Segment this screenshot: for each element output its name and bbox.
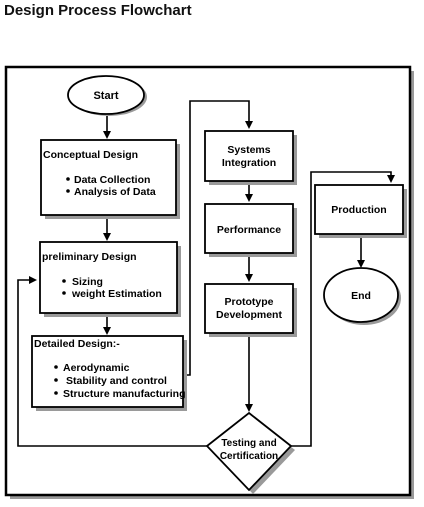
bullet-dot [54, 378, 58, 382]
bullet-dot [62, 279, 66, 283]
systems-label-line2: Integration [222, 157, 276, 169]
conceptual-design-box: Conceptual Design Data Collection Analys… [40, 139, 180, 219]
production-box: Production [314, 184, 407, 238]
conceptual-title: Conceptual Design [43, 149, 138, 161]
testing-label-line1: Testing and [221, 438, 276, 449]
prototype-label-line2: Development [216, 309, 282, 321]
testing-label-line2: Certification [220, 451, 278, 462]
bullet-dot [54, 391, 58, 395]
production-label: Production [331, 204, 386, 216]
arrow-testing-to-production [291, 171, 395, 447]
end-label: End [351, 290, 371, 302]
conceptual-bullet: Data Collection [74, 174, 150, 186]
prototype-label-line1: Prototype [224, 296, 273, 308]
detailed-design-box: Detailed Design:- Aerodynamic Stability … [31, 335, 187, 411]
page-title: Design Process Flowchart [4, 2, 192, 19]
detailed-bullet: Stability and control [66, 375, 167, 387]
start-label: Start [93, 90, 118, 102]
detailed-bullet: Structure manufacturing [63, 388, 186, 400]
bullet-dot [62, 291, 66, 295]
start-node: Start [67, 75, 147, 116]
preliminary-bullet: weight Estimation [71, 288, 162, 300]
performance-label: Performance [217, 224, 281, 236]
arrow-detailed-to-systems [183, 100, 253, 376]
arrow-testing-feedback-to-preliminary [17, 276, 207, 447]
testing-certification-node: Testing and Certification [205, 411, 295, 494]
prototype-development-box: Prototype Development [204, 283, 297, 337]
bullet-dot [66, 189, 70, 193]
preliminary-design-box: preliminary Design Sizing weight Estimat… [39, 241, 181, 317]
connectors [17, 100, 395, 447]
systems-integration-box: Systems Integration [204, 130, 297, 185]
conceptual-bullet: Analysis of Data [74, 186, 156, 198]
end-node: End [323, 267, 401, 325]
preliminary-title: preliminary Design [42, 251, 137, 263]
bullet-dot [54, 365, 58, 369]
preliminary-bullet: Sizing [72, 276, 103, 288]
systems-label-line1: Systems [227, 144, 270, 156]
detailed-title: Detailed Design:- [34, 338, 120, 350]
detailed-bullet: Aerodynamic [63, 362, 130, 374]
performance-box: Performance [204, 203, 297, 257]
bullet-dot [66, 177, 70, 181]
